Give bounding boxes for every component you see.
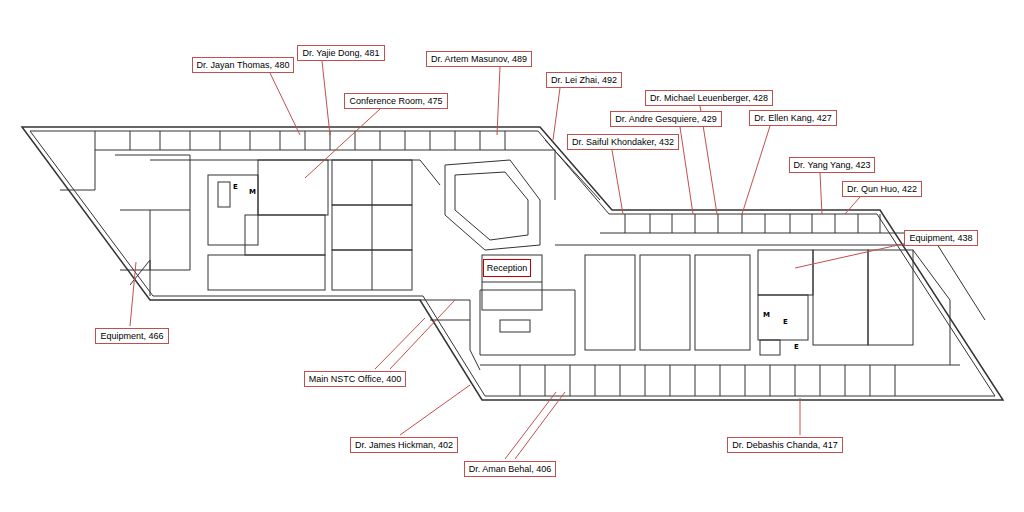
callout-text: Dr. Michael Leuenberger, 428: [650, 93, 768, 103]
callout-text: Equipment, 438: [909, 233, 972, 243]
callout-text: Dr. James Hickman, 402: [355, 440, 453, 450]
room-letter: E: [233, 183, 238, 191]
callout-box: Equipment, 466: [95, 328, 168, 344]
callout-text: Dr. Ellen Kang, 427: [754, 113, 832, 123]
room-letter: M: [763, 311, 770, 319]
callout-text: Dr. Debashis Chanda, 417: [732, 440, 838, 450]
callout-text: Dr. Saiful Khondaker, 432: [572, 137, 674, 147]
callout-text: Equipment, 466: [100, 331, 163, 341]
callout-box: Dr. Qun Huo, 422: [842, 181, 922, 197]
callout-box: Dr. Yajie Dong, 481: [297, 45, 384, 61]
callout-text: Dr. Yang Yang, 423: [794, 160, 871, 170]
callout-box: Dr. Ellen Kang, 427: [749, 110, 837, 126]
callout-box: Dr. Michael Leuenberger, 428: [645, 90, 773, 106]
callout-text: Dr. Qun Huo, 422: [847, 184, 917, 194]
callout-box: Conference Room, 475: [344, 93, 447, 109]
callout-text: Dr. Yajie Dong, 481: [302, 48, 379, 58]
callout-box: Equipment, 438: [904, 230, 977, 246]
callout-box: Dr. Aman Behal, 406: [464, 461, 557, 477]
callout-box: Dr. Artem Masunov, 489: [426, 51, 532, 67]
callout-box: Dr. Debashis Chanda, 417: [727, 437, 843, 453]
callout-text: Reception: [487, 263, 528, 273]
callout-box: Dr. Andre Gesquiere, 429: [610, 111, 722, 127]
callout-box: Dr. Saiful Khondaker, 432: [567, 134, 679, 150]
callout-text: Dr. Lei Zhai, 492: [551, 75, 617, 85]
room-letter: M: [249, 188, 256, 196]
room-label: Reception: [483, 259, 532, 277]
callout-text: Dr. Jayan Thomas, 480: [197, 60, 290, 70]
callout-box: Main NSTC Office, 400: [304, 371, 406, 387]
callout-text: Dr. Aman Behal, 406: [469, 464, 552, 474]
callout-text: Dr. Artem Masunov, 489: [431, 54, 527, 64]
room-letter: E: [783, 318, 788, 326]
callout-box: Dr. Lei Zhai, 492: [546, 72, 622, 88]
callout-text: Conference Room, 475: [349, 96, 442, 106]
room-letter: E: [794, 343, 799, 351]
callout-text: Main NSTC Office, 400: [309, 374, 401, 384]
callout-text: Dr. Andre Gesquiere, 429: [615, 114, 717, 124]
callout-box: Dr. Jayan Thomas, 480: [192, 57, 295, 73]
callout-box: Dr. James Hickman, 402: [350, 437, 458, 453]
callout-box: Dr. Yang Yang, 423: [789, 157, 876, 173]
